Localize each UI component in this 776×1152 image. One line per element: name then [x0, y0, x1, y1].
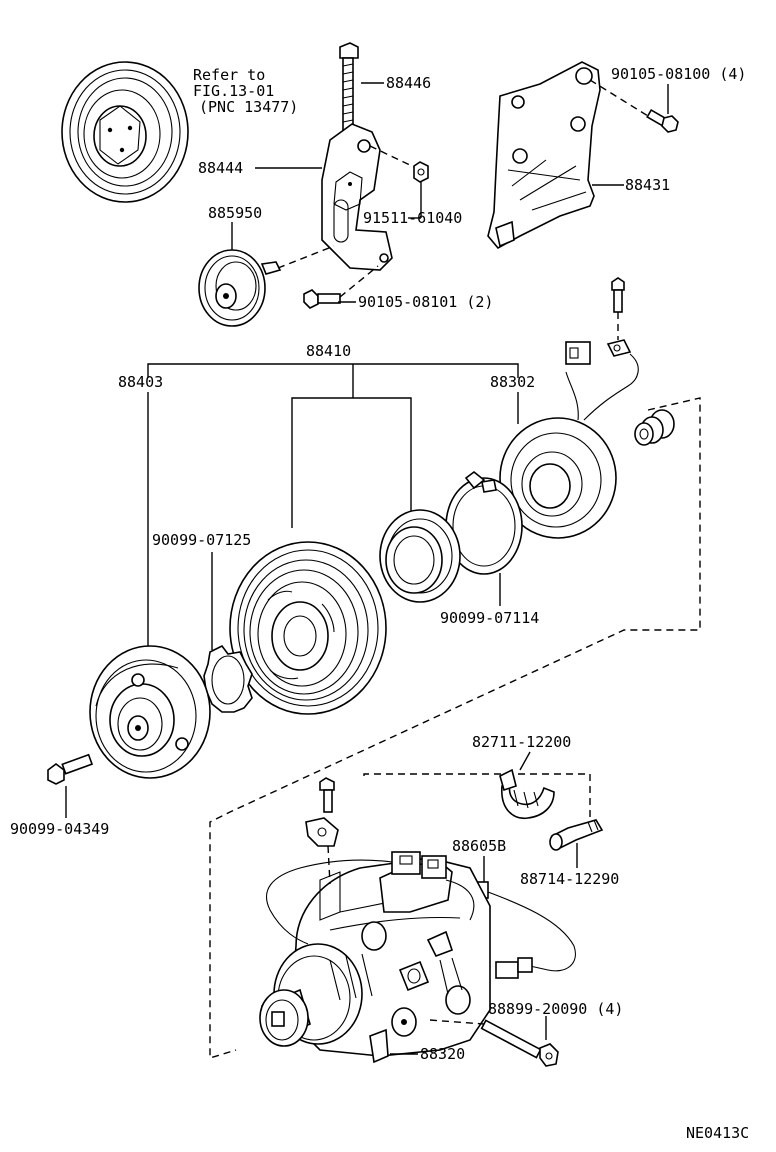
bracket-88431 [487, 61, 601, 250]
label-88431: 88431 [625, 176, 670, 194]
label-91511-61040: 91511-61040 [363, 209, 462, 227]
sensor-connector-end [495, 957, 533, 979]
label-90099-04349: 90099-04349 [10, 820, 109, 838]
label-88302: 88302 [490, 373, 535, 391]
coil-connector [565, 341, 591, 365]
bolt-90105-08101 [303, 289, 341, 309]
label-88410: 88410 [306, 342, 351, 360]
label-90099-07114: 90099-07114 [440, 609, 539, 627]
bolt-90099-04349 [47, 753, 94, 785]
reference-note-line1: Refer to [193, 66, 265, 84]
label-82711-12200: 82711-12200 [472, 733, 571, 751]
label-88899-20090: 88899-20090 (4) [488, 1000, 623, 1018]
label-90105-08100: 90105-08100 (4) [611, 65, 746, 83]
bolt-88899-20090 [480, 1019, 559, 1067]
compressor-88320 [259, 851, 491, 1064]
reference-note-line3: (PNC 13477) [199, 98, 298, 116]
figure-code: NE0413C [686, 1124, 749, 1142]
hose-88714-12290 [549, 819, 604, 851]
label-88605B: 88605B [452, 837, 506, 855]
reference-note-line2: FIG.13-01 [193, 82, 274, 100]
clutch-hub-88403 [89, 645, 211, 779]
label-88714-12290: 88714-12290 [520, 870, 619, 888]
pulley-bearing [379, 509, 461, 603]
clutch-pulley [229, 541, 387, 715]
bolt-90105-08100 [646, 108, 679, 133]
idler-pulley-885950 [198, 249, 282, 327]
field-coil-88302 [499, 417, 617, 539]
label-88320: 88320 [420, 1045, 465, 1063]
label-88444: 88444 [198, 159, 243, 177]
ground-screw [611, 277, 625, 313]
nut-91511-61040 [413, 161, 429, 183]
reference-pulley [61, 61, 189, 203]
connector-grommet [634, 409, 675, 446]
bracket-88444 [321, 123, 393, 271]
label-88403: 88403 [118, 373, 163, 391]
label-90099-07125: 90099-07125 [152, 531, 251, 549]
shim-90099-07125 [203, 644, 253, 713]
ground-terminal [606, 339, 632, 357]
harness-clip [305, 777, 339, 847]
label-885950: 885950 [208, 204, 262, 222]
label-90105-08101: 90105-08101 (2) [358, 293, 493, 311]
bolt-88446 [339, 42, 359, 131]
clamp-82711-12200 [499, 768, 555, 819]
label-88446: 88446 [386, 74, 431, 92]
